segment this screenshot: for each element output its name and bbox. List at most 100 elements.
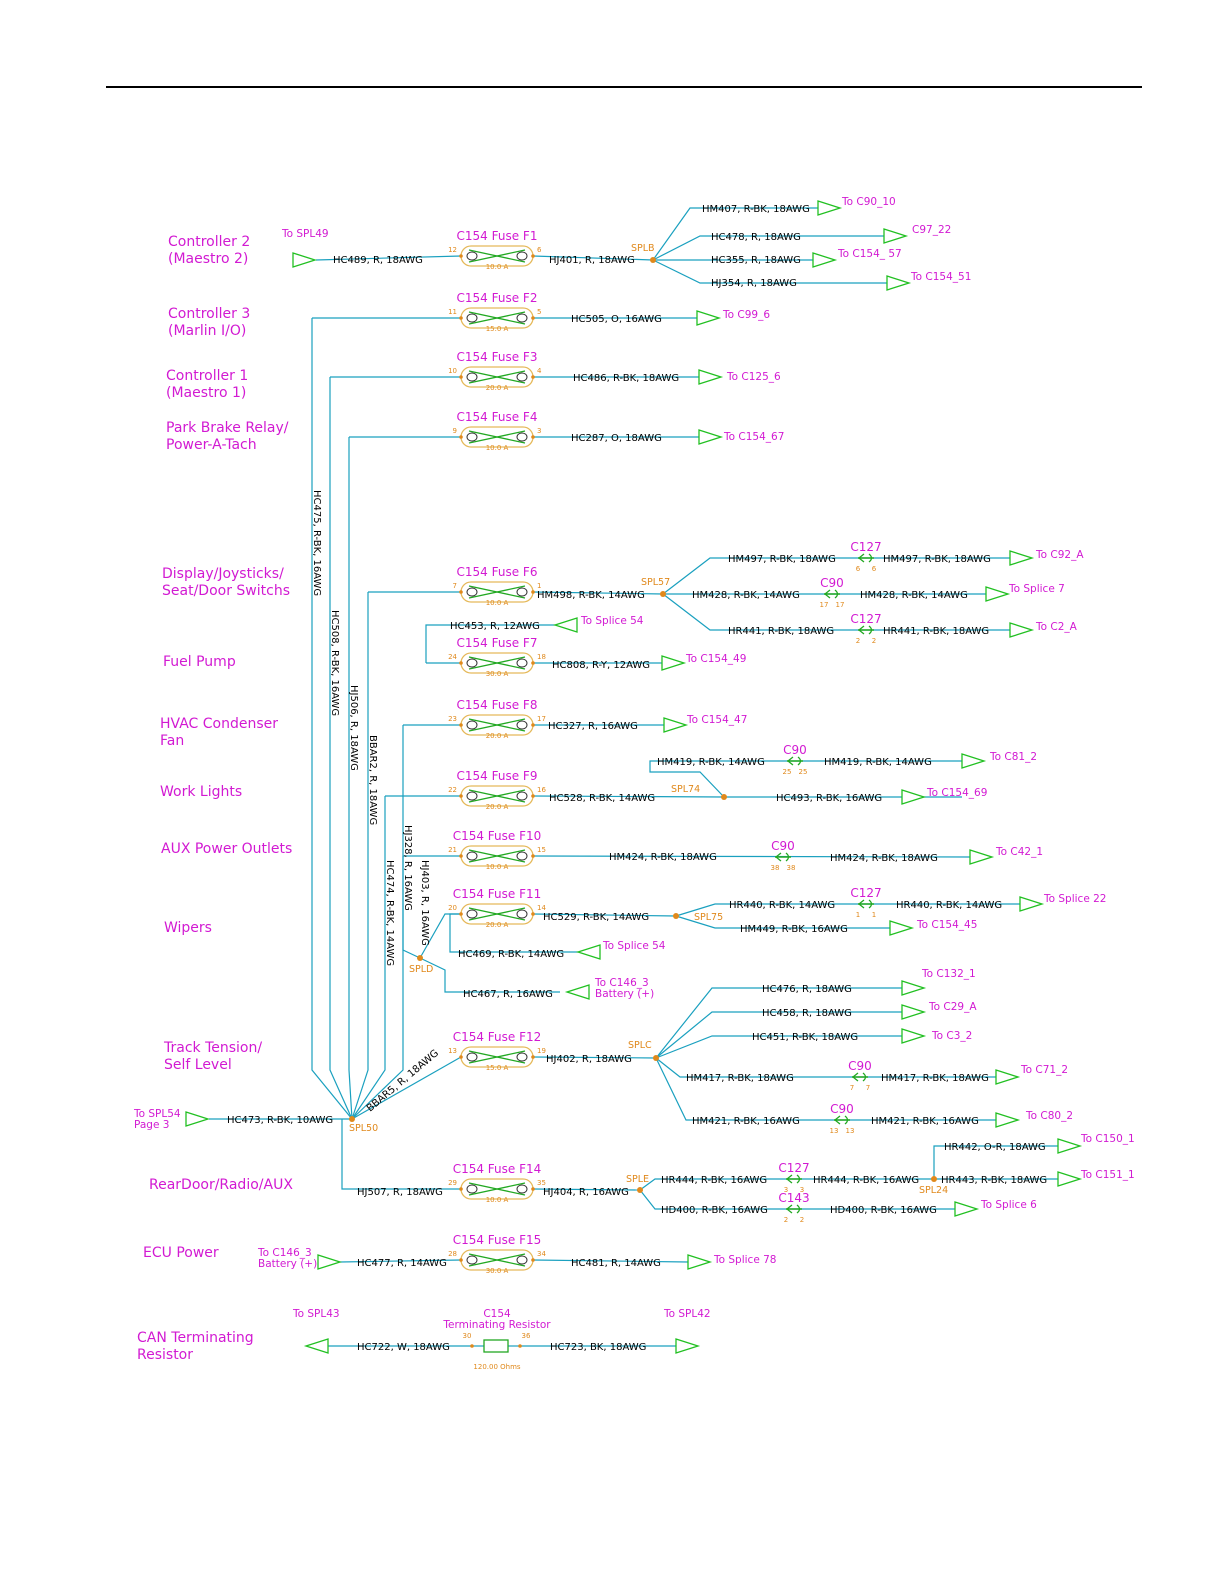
wire xyxy=(425,624,555,663)
resistor-icon xyxy=(483,1339,509,1353)
connector-arrow-icon xyxy=(812,252,838,268)
splice-label: SPLC xyxy=(628,1040,652,1051)
fuse-symbol xyxy=(459,785,535,807)
fuse-name: C154 Fuse F12 xyxy=(453,1030,542,1044)
inline-connector-name: C143 xyxy=(778,1191,809,1205)
connector-arrow-icon xyxy=(886,275,912,291)
wire xyxy=(675,903,1020,917)
destination-label: To C99_6 xyxy=(722,309,770,321)
wire-label: HC467, R, 16AWG xyxy=(463,989,553,1000)
wire xyxy=(532,1188,641,1191)
wires-layer xyxy=(209,207,1058,1347)
wire-label: HC451, R-BK, 18AWG xyxy=(752,1032,858,1043)
wire-label: HJ401, R, 18AWG xyxy=(549,255,635,266)
inline-connector-name: C127 xyxy=(778,1161,809,1175)
splice-node-icon xyxy=(931,1176,937,1182)
fuse-symbol xyxy=(459,307,535,329)
wire xyxy=(449,913,578,953)
fuse-symbol xyxy=(459,845,535,867)
connector-arrow-icon xyxy=(901,1028,927,1044)
fuse-symbol xyxy=(459,1249,535,1271)
fuse-pin-out: 6 xyxy=(537,246,542,254)
circuit-label: Controller 3(Marlin I/O) xyxy=(168,306,250,339)
circuit-label: Work Lights xyxy=(160,784,242,800)
wire-label: HC475, R-BK, 16AWG xyxy=(311,490,322,596)
inline-connector-pin: 1 xyxy=(856,911,860,919)
destination-label: To SPL42 xyxy=(663,1308,711,1320)
fuse-pin-out: 5 xyxy=(537,308,541,316)
fuse-pin-out: 14 xyxy=(537,904,546,912)
splice-label: SPLE xyxy=(626,1174,649,1185)
connector-arrow-icon xyxy=(663,717,689,733)
splice-label: SPL74 xyxy=(671,784,700,795)
wire-label: HM449, R-BK, 16AWG xyxy=(740,924,848,935)
fuse-rating: 30.0 A xyxy=(486,670,509,678)
wire xyxy=(532,855,971,858)
fuse-name: C154 Fuse F4 xyxy=(457,410,538,424)
circuit-label: RearDoor/Radio/AUX xyxy=(149,1177,293,1193)
fuse-name: C154 Fuse F14 xyxy=(453,1162,542,1176)
destination-label: To Splice 7 xyxy=(1008,583,1065,595)
circuit-label: Display/Joysticks/Seat/Door Switchs xyxy=(162,566,290,599)
connector-arrow-icon xyxy=(661,655,687,671)
splice-node-icon xyxy=(349,1116,355,1122)
inline-connector-name: C127 xyxy=(850,540,881,554)
fuse-name: C154 Fuse F15 xyxy=(453,1233,542,1247)
fuse-pin-out: 1 xyxy=(537,582,541,590)
circuit-label: Wipers xyxy=(164,920,212,936)
inline-connector-pin: 6 xyxy=(856,565,861,573)
splice-node-icon xyxy=(653,1055,659,1061)
wire-label: HM428, R-BK, 14AWG xyxy=(860,590,968,601)
fuse-name: C154 Fuse F11 xyxy=(453,887,542,901)
inline-connector-name: C127 xyxy=(850,886,881,900)
splice-node-icon xyxy=(660,591,666,597)
wire-label: HJ507, R, 18AWG xyxy=(357,1187,443,1198)
fuse-pin-in: 29 xyxy=(448,1179,457,1187)
fuse-pin-out: 19 xyxy=(537,1047,546,1055)
connector-arrow-icon xyxy=(969,849,995,865)
connector-arrow-icon xyxy=(1019,896,1045,912)
circuit-label: Park Brake Relay/Power-A-Tach xyxy=(166,420,289,453)
wire-label: HC474, R-BK, 14AWG xyxy=(384,860,395,966)
fuse-symbol xyxy=(459,714,535,736)
wire-label: HM417, R-BK, 18AWG xyxy=(686,1073,794,1084)
inline-connector-name: C90 xyxy=(848,1059,872,1073)
fuse-symbol xyxy=(459,1178,535,1200)
destination-label: To Splice 6 xyxy=(980,1199,1037,1211)
destination-label: To C151_1 xyxy=(1080,1169,1135,1181)
fuse-name: C154 Fuse F8 xyxy=(457,698,538,712)
wire xyxy=(652,207,818,261)
fuse-rating: 20.0 A xyxy=(486,803,509,811)
wire xyxy=(649,760,962,798)
wire xyxy=(351,1056,462,1120)
wire-label: HJ328, R, 16AWG xyxy=(402,825,413,911)
connector-arrow-icon xyxy=(552,617,578,633)
connector-arrow-icon xyxy=(575,944,601,960)
wire xyxy=(655,1057,996,1078)
fuse-pin-in: 28 xyxy=(448,1250,457,1258)
wire-label: HJ403, R, 16AWG xyxy=(419,860,430,946)
fuse-symbol xyxy=(459,426,535,448)
wire xyxy=(351,592,369,1120)
wire-label: HM421, R-BK, 16AWG xyxy=(871,1116,979,1127)
fuse-pin-out: 4 xyxy=(537,367,542,375)
destination-label: To C90_10 xyxy=(841,196,896,208)
wire-label: HJ354, R, 18AWG xyxy=(711,278,797,289)
fuse-pin-out: 17 xyxy=(537,715,546,723)
fuse-pin-out: 34 xyxy=(537,1250,546,1258)
wire xyxy=(329,377,353,1120)
connector-arrow-icon xyxy=(901,789,927,805)
wire-label: HC478, R, 18AWG xyxy=(711,232,801,243)
fuse-pin-in: 13 xyxy=(448,1047,457,1055)
fuse-rating: 15.0 A xyxy=(486,325,509,333)
circuit-label: AUX Power Outlets xyxy=(161,841,292,857)
destination-label: To C42_1 xyxy=(995,846,1043,858)
circuit-label: Controller 2(Maestro 2) xyxy=(168,234,250,267)
inline-connector-name: C127 xyxy=(850,612,881,626)
splice-label: SPLB xyxy=(631,243,655,254)
labels-layer: Controller 2(Maestro 2) Controller 3(Marl… xyxy=(133,196,1135,1371)
fuse-pin-in: 11 xyxy=(448,308,457,316)
fuse-pin-in: 12 xyxy=(448,246,457,254)
